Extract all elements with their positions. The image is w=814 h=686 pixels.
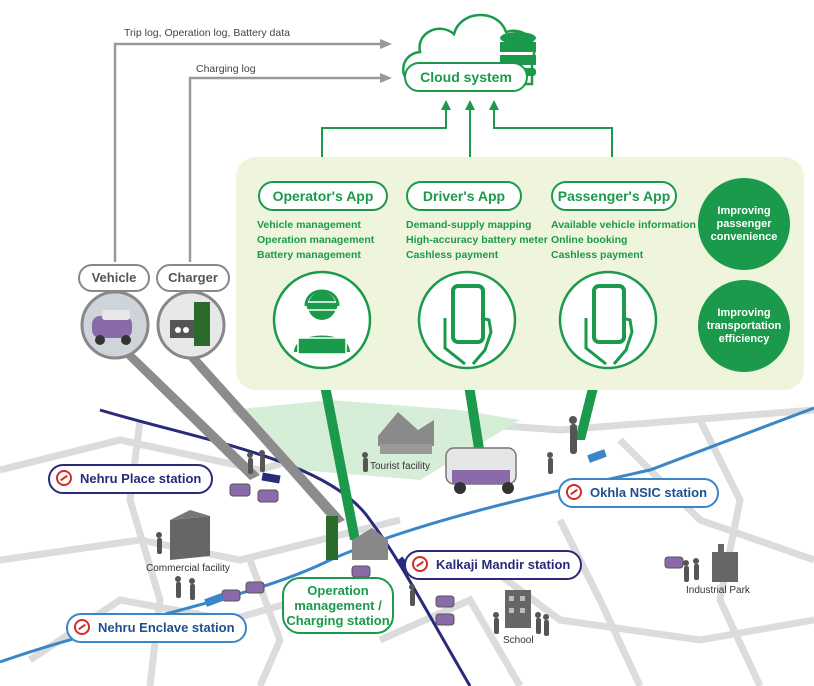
cloud-system-label: Cloud system xyxy=(404,62,528,92)
vehicle-photo-icon xyxy=(80,290,150,360)
feature-item: Cashless payment xyxy=(406,249,499,261)
passenger-app-title: Passenger's App xyxy=(551,181,677,211)
metro-logo-icon xyxy=(412,556,428,572)
station-okhla-nsic: Okhla NSIC station xyxy=(558,478,720,508)
operator-app-title: Operator's App xyxy=(258,181,388,211)
operator-app-features: Vehicle management Operation management … xyxy=(257,218,374,263)
station-nehru-place: Nehru Place station xyxy=(48,464,214,494)
metro-logo-icon xyxy=(74,619,90,635)
passenger-app-features: Available vehicle information Online boo… xyxy=(551,218,696,263)
metro-logo-icon xyxy=(566,484,582,500)
station-label: Nehru Place station xyxy=(80,471,202,486)
feature-item: Cashless payment xyxy=(551,249,644,261)
feature-item: Battery management xyxy=(257,249,361,261)
metro-logo-icon xyxy=(56,470,72,486)
benefit-transportation-efficiency: Improving transportation efficiency xyxy=(698,280,790,372)
hub-label: Operation management / Charging station xyxy=(286,583,390,628)
station-kalkaji-mandir: Kalkaji Mandir station xyxy=(404,550,583,580)
charging-station-icon xyxy=(326,516,388,560)
driver-app-title: Driver's App xyxy=(406,181,522,211)
charger-label: Charger xyxy=(156,264,230,292)
school-label: School xyxy=(503,635,534,646)
edge-label-charging-log: Charging log xyxy=(196,63,256,75)
benefit-label: Improving transportation efficiency xyxy=(706,306,782,345)
benefit-label: Improving passenger convenience xyxy=(710,204,778,243)
feature-item: Available vehicle information xyxy=(551,219,696,231)
commercial-building-icon xyxy=(170,510,210,560)
feature-item: High-accuracy battery meter xyxy=(406,234,548,246)
station-nehru-enclave: Nehru Enclave station xyxy=(66,613,247,643)
temple-icon xyxy=(378,412,434,454)
tourist-facility-label: Tourist facility xyxy=(370,461,431,472)
operation-charging-station-label: Operation management / Charging station xyxy=(282,577,394,634)
school-building-icon xyxy=(505,590,531,628)
feature-item: Online booking xyxy=(551,234,628,246)
edge-label-trip-log: Trip log, Operation log, Battery data xyxy=(124,27,290,39)
station-label: Nehru Enclave station xyxy=(98,620,235,635)
station-label: Okhla NSIC station xyxy=(590,485,708,500)
auto-rickshaw-icon xyxy=(445,447,517,494)
benefit-passenger-convenience: Improving passenger convenience xyxy=(698,178,790,270)
station-label: Kalkaji Mandir station xyxy=(436,557,571,572)
factory-icon xyxy=(712,544,738,582)
driver-smartphone-icon xyxy=(417,270,517,370)
feature-item: Demand-supply mapping xyxy=(406,219,532,231)
driver-app-features: Demand-supply mapping High-accuracy batt… xyxy=(406,218,548,263)
industrial-park-label: Industrial Park xyxy=(686,585,750,596)
charger-photo-icon xyxy=(156,290,226,360)
feature-item: Operation management xyxy=(257,234,375,246)
feature-item: Vehicle management xyxy=(257,219,361,231)
passenger-smartphone-icon xyxy=(558,270,658,370)
operator-headset-icon xyxy=(272,270,372,370)
commercial-facility-label: Commercial facility xyxy=(146,563,230,574)
